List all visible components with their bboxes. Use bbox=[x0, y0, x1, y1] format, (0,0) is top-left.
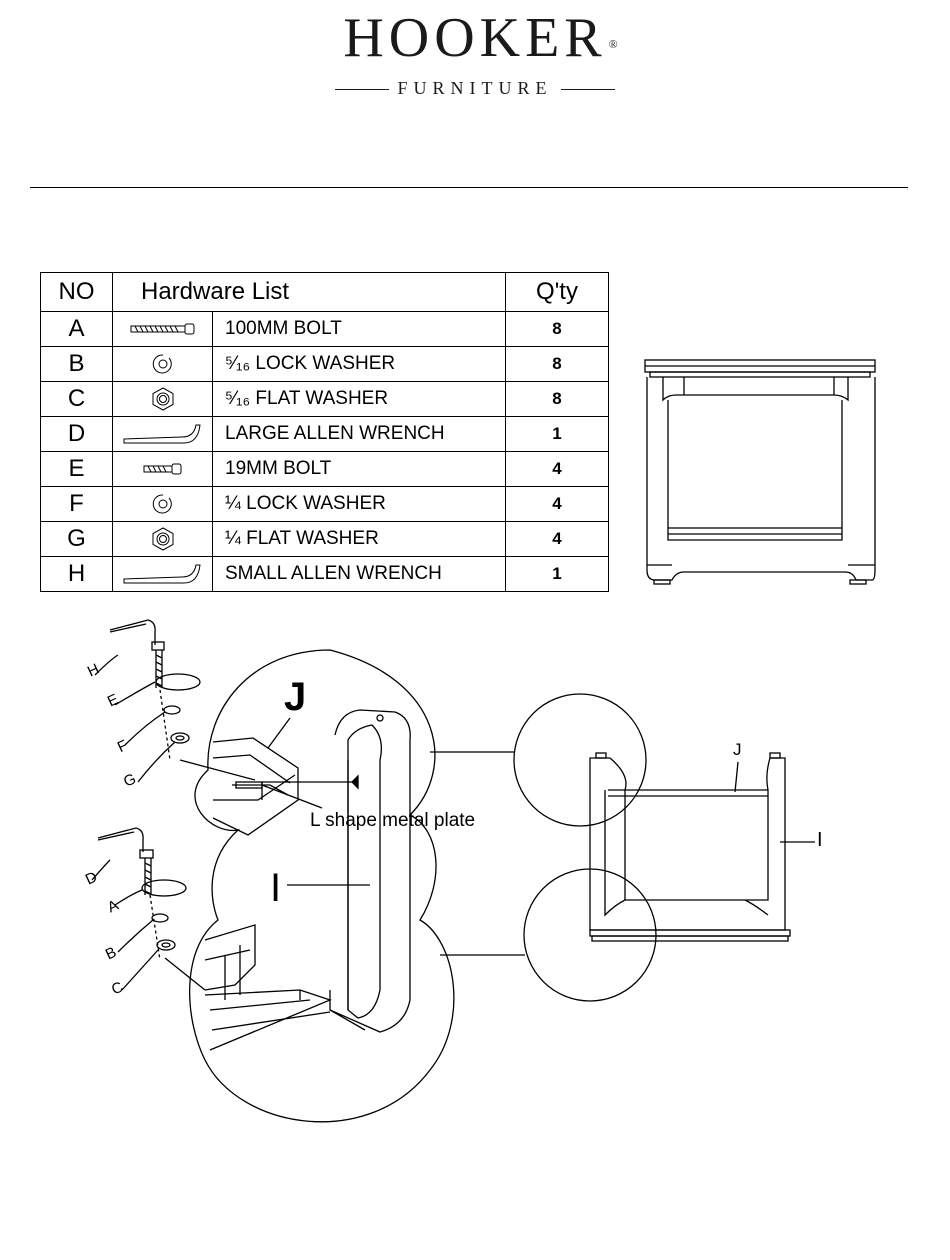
detail-circle-upper bbox=[514, 694, 646, 826]
detail-lower-rail bbox=[205, 925, 330, 1050]
allen-wrench-d bbox=[98, 828, 143, 852]
detail-leg bbox=[330, 710, 410, 1032]
label-i-detail: I bbox=[270, 866, 281, 911]
detail-rail bbox=[213, 738, 298, 835]
leader-j-detail bbox=[268, 718, 290, 748]
table-overview-side bbox=[590, 753, 790, 941]
detail-bubble bbox=[190, 650, 454, 1122]
leader-j-overview bbox=[735, 762, 738, 792]
allen-wrench-h bbox=[110, 620, 155, 645]
label-j-detail: J bbox=[284, 675, 306, 720]
plate-label: L shape metal plate bbox=[310, 810, 475, 832]
label-i-overview: I bbox=[817, 829, 823, 852]
label-j-overview: J bbox=[733, 740, 742, 760]
table-overview-front bbox=[645, 360, 875, 584]
